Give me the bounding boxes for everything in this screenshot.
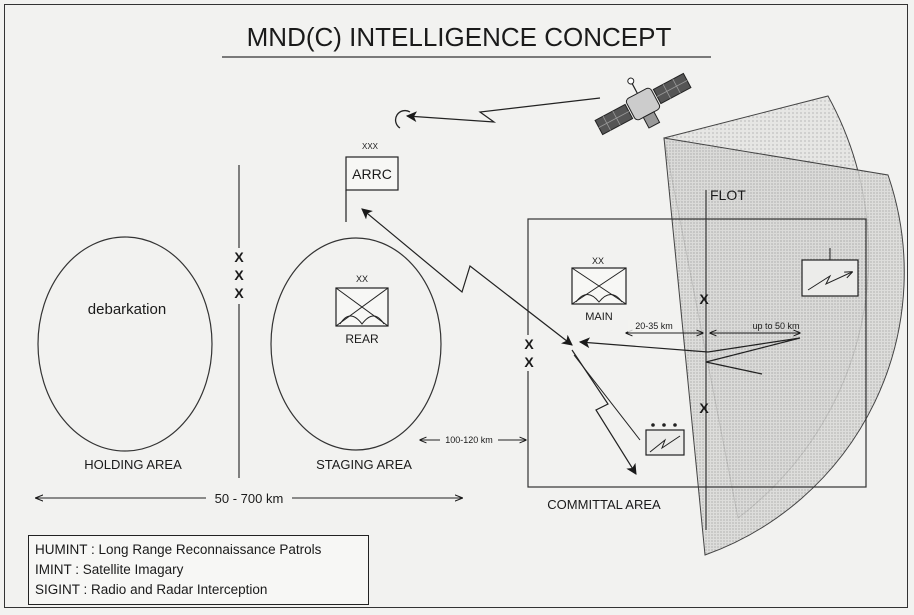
division-boundary-marker: X X [520,335,538,371]
legend-value-sigint: Radio and Radar Interception [91,582,268,597]
svg-text:X: X [234,285,244,301]
satellite-icon [594,72,692,136]
debarkation-label: debarkation [88,301,166,318]
legend-value-humint: Long Range Reconnaissance Patrols [98,542,322,557]
svg-text:X: X [234,249,244,265]
main-unit: XX MAIN [571,256,627,323]
svg-text:100-120 km: 100-120 km [445,435,493,445]
svg-text:XX: XX [592,256,604,266]
committal-area-label: COMMITTAL AREA [547,497,661,512]
svg-text:X: X [699,400,709,416]
flot-label: FLOT [710,187,746,203]
distance-50-700: 50 - 700 km [36,488,462,508]
corps-boundary-marker: X X X [230,248,248,304]
legend-value-imint: Satellite Imagary [82,562,184,577]
flot-boundary-markers: X X [699,291,709,416]
coverage-sector-inner [663,137,905,556]
distance-20-35: 20-35 km [626,320,703,333]
svg-text:X: X [234,267,244,283]
legend-row-humint: HUMINT : Long Range Reconnaissance Patro… [35,542,322,557]
distance-up-to-50: up to 50 km [710,321,800,333]
svg-text:X: X [699,291,709,307]
forward-recon-unit [801,248,859,297]
main-to-arrc-link [361,208,573,346]
holding-area-label: HOLDING AREA [84,457,182,472]
svg-text:50 - 700 km: 50 - 700 km [215,491,284,506]
patrol-to-main-link [573,354,641,441]
holding-area-ellipse [37,236,213,452]
legend-key-humint: HUMINT [35,542,88,557]
legend-row-sigint: SIGINT : Radio and Radar Interception [35,582,268,597]
svg-text:20-35 km: 20-35 km [635,321,673,331]
legend-row-imint: IMINT : Satellite Imagary [35,562,184,577]
svg-text:XX: XX [356,274,368,284]
distance-100-120: 100-120 km [420,433,526,446]
intelligence-legend: HUMINT : Long Range Reconnaissance Patro… [28,535,369,605]
receiver-dish-icon [394,109,411,129]
svg-text:X: X [524,336,534,352]
staging-area-label: STAGING AREA [316,457,412,472]
svg-text:X: X [524,354,534,370]
satellite-downlink-arrow [405,97,601,123]
diagram-title: MND(C) INTELLIGENCE CONCEPT [247,22,672,52]
main-to-patrol-link [571,349,637,475]
svg-text:ARRC: ARRC [352,166,392,182]
rear-unit: XX REAR [335,274,389,346]
svg-text:up to 50 km: up to 50 km [752,321,799,331]
svg-text:REAR: REAR [345,332,379,346]
recon-to-main-link [578,337,801,375]
legend-key-sigint: SIGINT [35,582,80,597]
legend-key-imint: IMINT [35,562,72,577]
arrc-unit: XXX ARRC [345,142,399,222]
svg-text:MAIN: MAIN [585,311,613,323]
patrol-unit [645,423,685,456]
svg-text:XXX: XXX [362,142,379,151]
